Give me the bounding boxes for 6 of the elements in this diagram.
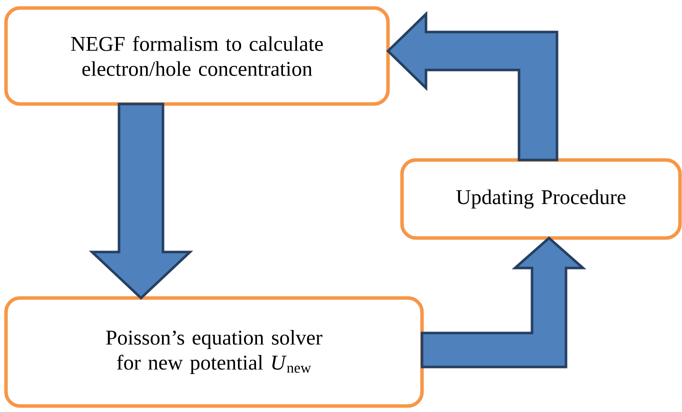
process-box: NEGF formalism to calculate electron/hole concentration [4, 6, 390, 106]
process-box: Updating Procedure [400, 158, 682, 240]
block-arrow [420, 236, 586, 368]
block-arrow [88, 102, 194, 300]
block-arrow [386, 11, 558, 162]
process-box: Poisson’s equation solver for new potential U$_{new}$ [4, 296, 424, 408]
